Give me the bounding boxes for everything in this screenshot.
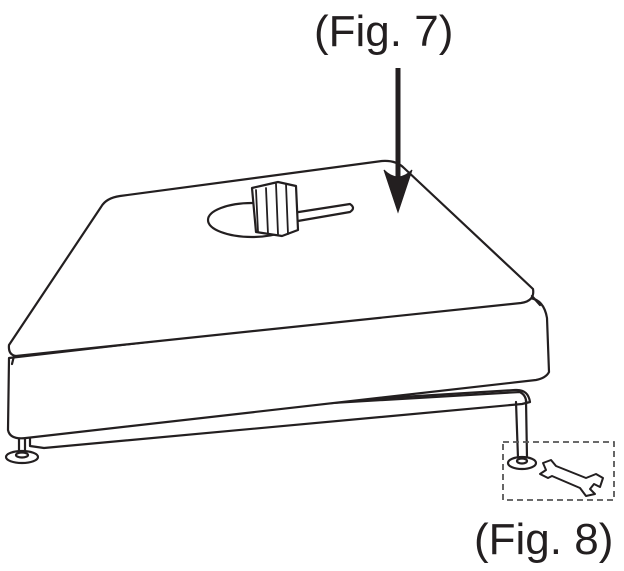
foot-right <box>506 398 538 471</box>
top-rim <box>10 294 542 366</box>
pole-holder <box>250 180 300 238</box>
figure-label-top: (Fig. 7) <box>314 7 454 56</box>
detail-callout-box <box>502 441 615 501</box>
figure-label-bottom: (Fig. 8) <box>474 515 614 564</box>
down-arrow-icon <box>383 68 413 214</box>
top-surface <box>7 159 535 358</box>
wrench-icon <box>539 459 604 497</box>
slot <box>284 202 355 224</box>
front-face <box>6 296 551 440</box>
